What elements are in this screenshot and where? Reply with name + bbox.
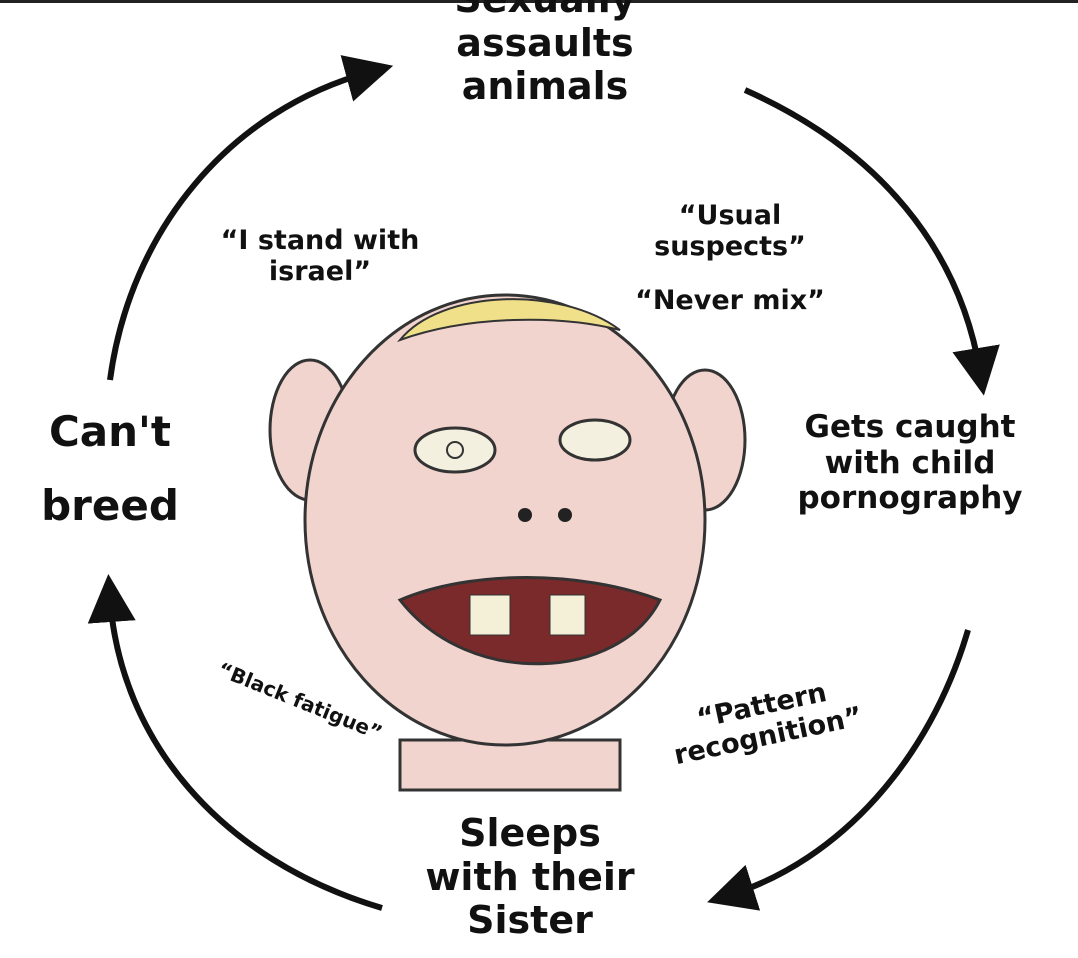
arrow-right-to-bottom (707, 629, 971, 911)
node-left: Can't breed (41, 407, 179, 530)
quote-stand-with-israel: “I stand with israel” (220, 225, 420, 288)
arrow-top-to-right (743, 87, 1000, 396)
node-top: Sexually assaults animals (454, 0, 635, 109)
arrow-left-to-top (107, 55, 394, 381)
quote-never-mix: “Never mix” (635, 285, 825, 316)
top-border (0, 0, 1078, 3)
node-right: Gets caught with child pornography (797, 409, 1023, 517)
caricature-face-illustration (268, 293, 747, 792)
arrow-bottom-to-left (87, 574, 383, 911)
node-bottom: Sleeps with their Sister (425, 811, 635, 943)
quote-usual-suspects: “Usual suspects” (654, 200, 806, 263)
